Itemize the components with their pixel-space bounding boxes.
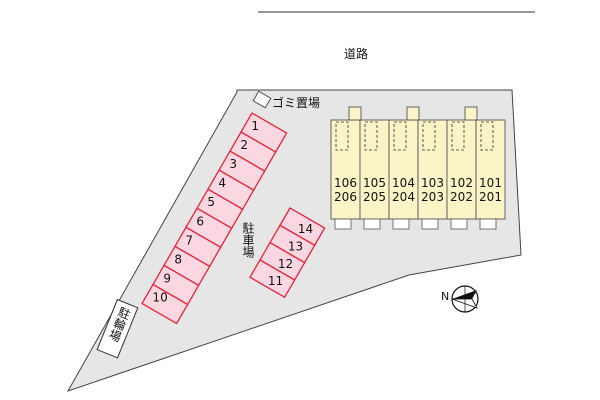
- unit-number-lower: 205: [363, 190, 386, 204]
- parking-slot-number: 10: [152, 290, 167, 304]
- parking-slot: 10: [141, 283, 189, 325]
- parking-slot-number: 14: [298, 222, 313, 236]
- parking-slot-number: 5: [207, 195, 215, 209]
- parking-slot-number: 6: [196, 214, 204, 228]
- parking-slot: 11: [249, 259, 296, 299]
- parking-slot: 12: [259, 241, 306, 281]
- parking-slot-number: 11: [268, 274, 283, 288]
- unit-number-upper: 101: [479, 176, 502, 190]
- unit-number-upper: 105: [363, 176, 386, 190]
- unit-number-upper: 106: [334, 176, 357, 190]
- parking-right-group: 14 13 12 11: [249, 207, 326, 299]
- bicycle-parking-box: [96, 298, 139, 359]
- parking-slot-number: 3: [229, 157, 237, 171]
- unit-number-lower: 203: [421, 190, 444, 204]
- unit-number-upper: 102: [450, 176, 473, 190]
- road-label: 道路: [344, 46, 368, 61]
- compass-rose-icon: [451, 285, 479, 313]
- unit-number-lower: 206: [334, 190, 357, 204]
- parking-slot-number: 12: [278, 257, 293, 271]
- unit-number-upper: 104: [392, 176, 415, 190]
- compass-north-label: N: [441, 290, 449, 303]
- unit-number-lower: 204: [392, 190, 415, 204]
- unit-number-lower: 201: [479, 190, 502, 204]
- parking-slot-number: 9: [163, 271, 171, 285]
- parking-slot-number: 7: [185, 233, 193, 247]
- parking-label-1: 駐車場: [241, 221, 255, 259]
- unit-number-upper: 103: [421, 176, 444, 190]
- parking-slot-number: 13: [288, 239, 303, 253]
- parking-slot-number: 8: [174, 252, 182, 266]
- unit-number-lower: 202: [450, 190, 473, 204]
- parking-slot-number: 2: [240, 138, 248, 152]
- garbage-label: ゴミ置場: [272, 95, 320, 110]
- parking-slot-number: 4: [218, 176, 226, 190]
- garbage-box: [252, 90, 272, 109]
- parking-slot-number: 1: [251, 119, 259, 133]
